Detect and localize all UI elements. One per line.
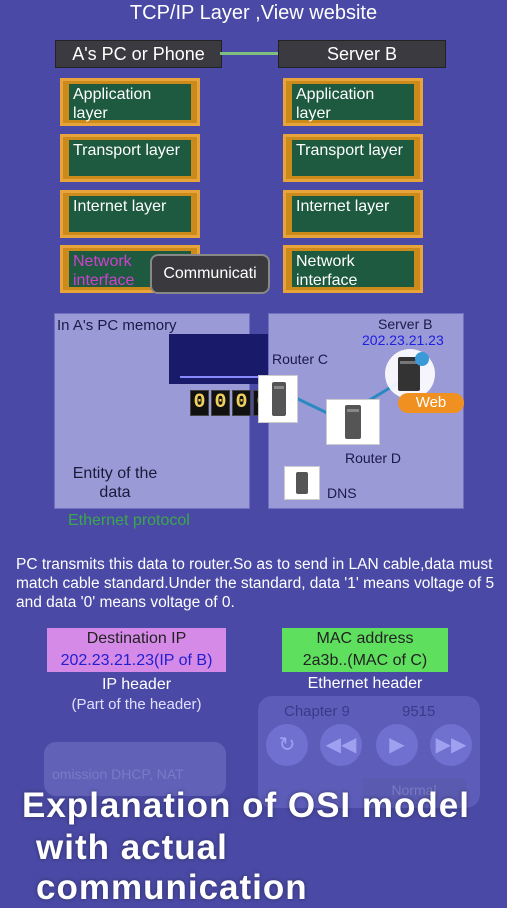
layer-a-application-label: Application layer [69,84,191,122]
server-icon [385,349,435,399]
layer-a-internet-label: Internet layer [69,196,191,232]
description-text: PC transmits this data to router.So as t… [16,556,495,611]
counter-digit: 0 [211,390,230,416]
fast-forward-icon: ▶▶ [435,734,467,756]
destination-ip-box: Destination IP 202.23.21.23(IP of B) [47,628,226,672]
chapter-label: Chapter 9 [284,703,350,720]
counter-digit: 0 [232,390,251,416]
data-line [180,376,260,378]
play-icon: ▶ [389,734,405,756]
ethernet-protocol-label: Ethernet protocol [68,512,190,529]
ethernet-header-label: Ethernet header [307,675,423,692]
host-link-line [220,52,278,55]
dns-label: DNS [327,485,357,501]
tower-icon [296,472,308,494]
mac-address-value: 2a3b..(MAC of C) [302,652,428,669]
layer-b-application[interactable]: Application layer [283,78,423,126]
host-b-label: Server B [278,40,446,68]
data-block [169,334,269,384]
play-button[interactable]: ▶ [376,724,418,766]
destination-ip-value: 202.23.21.23(IP of B) [60,652,213,669]
page-title: TCP/IP Layer ,View website [129,2,378,24]
communication-popup[interactable]: Communicati [150,254,270,294]
ip-header-sublabel: (Part of the header) [71,696,202,713]
counter-digit: 0 [190,390,209,416]
tower-icon [272,382,286,416]
rewind-button[interactable]: ◀◀ [320,724,362,766]
speed-normal-button[interactable]: Normal [362,778,466,802]
layer-b-internet-label: Internet layer [292,196,414,232]
dns-server-icon[interactable] [284,466,320,500]
destination-ip-title: Destination IP [86,630,187,647]
tower-icon [345,405,361,439]
layer-a-transport[interactable]: Transport layer [60,134,200,182]
reload-button[interactable]: ↻ [266,724,308,766]
layer-a-transport-label: Transport layer [69,140,191,176]
router-d-label: Router D [345,450,402,466]
banner-line-1: Explanation of OSI model [22,786,470,825]
fast-forward-button[interactable]: ▶▶ [430,724,472,766]
step-counter: 9515 [402,703,436,720]
layer-b-network[interactable]: Network interface [283,245,423,293]
router-d-icon[interactable] [326,399,380,445]
layer-a-internet[interactable]: Internet layer [60,190,200,238]
rewind-icon: ◀◀ [325,734,357,756]
web-badge: Web [398,393,464,413]
router-c-icon[interactable] [258,375,298,423]
layer-b-internet[interactable]: Internet layer [283,190,423,238]
layer-a-application[interactable]: Application layer [60,78,200,126]
omission-label: omission DHCP, NAT [52,766,184,782]
mac-address-box: MAC address 2a3b..(MAC of C) [282,628,448,672]
web-server-icon[interactable] [384,347,436,401]
router-c-label: Router C [272,351,329,367]
mac-address-title: MAC address [316,630,414,647]
pc-memory-label: In A's PC memory [57,317,177,334]
layer-b-transport[interactable]: Transport layer [283,134,423,182]
ip-header-label: IP header [101,676,172,693]
entity-label: Entity of the data [72,465,158,501]
layer-b-transport-label: Transport layer [292,140,414,176]
layer-b-application-label: Application layer [292,84,414,122]
host-a-label: A's PC or Phone [55,40,222,68]
reload-icon: ↻ [278,734,296,756]
omission-button[interactable] [44,742,226,796]
layer-b-network-label: Network interface [292,251,414,289]
banner-line-2: with actual communication [36,828,308,907]
server-b-label: Server B [378,316,433,332]
server-b-ip: 202.23.21.23 [362,332,444,348]
